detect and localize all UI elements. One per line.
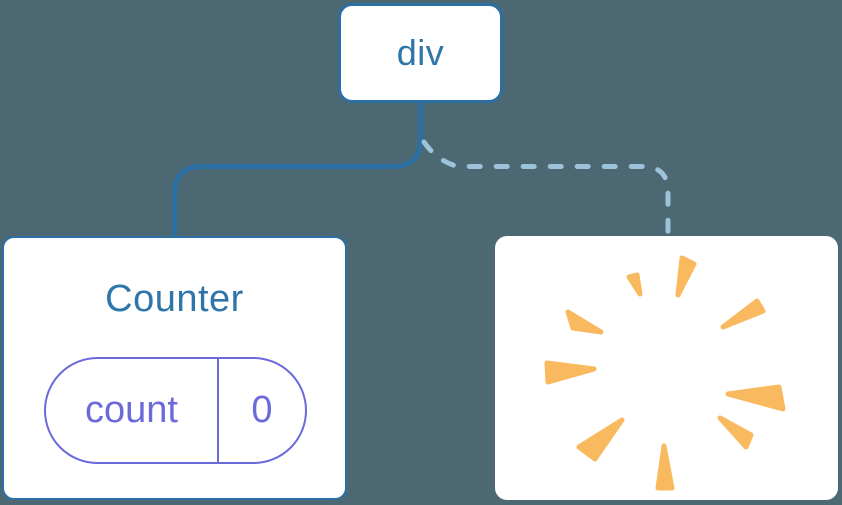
state-pill-value: 0	[251, 389, 273, 431]
solid-link-line	[172, 101, 423, 236]
state-pill-name: count	[46, 359, 219, 462]
counter-card-title: Counter	[105, 278, 244, 320]
state-pill: count 0	[44, 357, 307, 464]
counter-component-card: Counter count 0	[2, 236, 347, 500]
removed-component-card	[495, 236, 838, 500]
poof-burst-icon	[544, 255, 786, 491]
dashed-link-line	[421, 139, 671, 239]
tree-node-div: div	[338, 3, 503, 103]
tree-node-div-label: div	[396, 32, 445, 73]
